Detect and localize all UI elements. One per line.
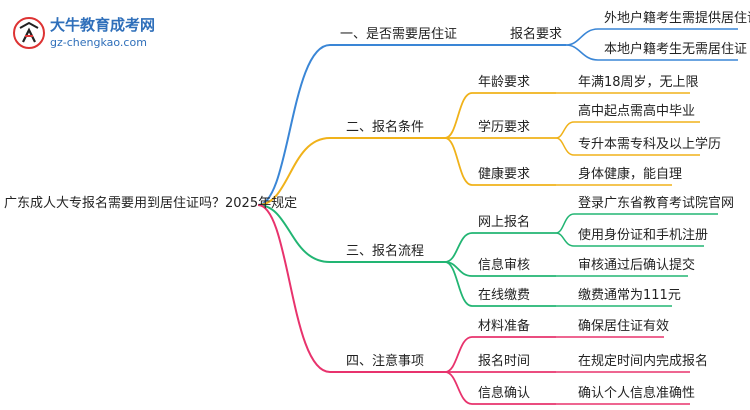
connector-root-branch-3 xyxy=(257,204,445,263)
b3-child-1-label: 网上报名 xyxy=(478,215,531,230)
logo-mark-icon xyxy=(13,17,45,49)
connector-b2-c3 xyxy=(444,137,556,186)
b1-c1-leaf-1: 外地户籍考生需提供居住证 xyxy=(604,11,750,26)
b2-c3-leaf-1: 身体健康，能自理 xyxy=(578,167,683,182)
connector-b4-c3 xyxy=(444,371,556,405)
b2-c2-leaf-1: 高中起点需高中毕业 xyxy=(578,104,696,119)
b1-child-1-label: 报名要求 xyxy=(510,27,563,42)
branch-3-label: 三、报名流程 xyxy=(346,244,425,259)
connector-root-branch-2 xyxy=(257,137,445,206)
b3-c1-leaf-2: 使用身份证和手机注册 xyxy=(578,228,709,243)
connector-b3-c3 xyxy=(444,261,556,307)
logo-url: gz-chengkao.com xyxy=(50,36,147,49)
connector-b3-c1 xyxy=(444,232,556,263)
connector-b2-c2-leaf-2 xyxy=(555,137,700,156)
branch-1-label: 一、是否需要居住证 xyxy=(340,27,458,42)
b2-child-2-label: 学历要求 xyxy=(478,120,531,135)
connector-root-branch-1 xyxy=(257,44,445,206)
connector-b3-c1-leaf-1 xyxy=(555,213,718,234)
b4-child-1-label: 材料准备 xyxy=(478,319,531,334)
b2-c2-leaf-2: 专升本需专科及以上学历 xyxy=(578,137,722,152)
b4-child-3-label: 信息确认 xyxy=(478,386,531,401)
mindmap-root-topic: 广东成人大专报名需要用到居住证吗？2025年规定 xyxy=(4,196,298,211)
branch-4-label: 四、注意事项 xyxy=(346,354,425,369)
b3-c2-leaf-1: 审核通过后确认提交 xyxy=(578,258,696,273)
b3-child-3-label: 在线缴费 xyxy=(478,288,531,303)
connector-b1-leaf-2 xyxy=(565,44,738,61)
b4-child-2-label: 报名时间 xyxy=(478,354,531,369)
b3-c3-leaf-1: 缴费通常为111元 xyxy=(578,288,681,303)
b2-child-1-label: 年龄要求 xyxy=(478,75,531,90)
connector-b3-c1-leaf-2 xyxy=(555,232,704,247)
connector-b2-c1 xyxy=(444,92,556,139)
b4-c3-leaf-1: 确认个人信息准确性 xyxy=(578,386,696,401)
b4-c1-leaf-1: 确保居住证有效 xyxy=(578,319,670,334)
b4-c2-leaf-1: 在规定时间内完成报名 xyxy=(578,354,709,369)
b2-child-3-label: 健康要求 xyxy=(478,167,531,182)
connector-root-branch-4 xyxy=(257,204,445,373)
connector-b1-leaf-1 xyxy=(565,28,738,46)
branch-2-label: 二、报名条件 xyxy=(346,120,425,135)
b3-c1-leaf-1: 登录广东省教育考试院官网 xyxy=(578,196,735,211)
logo-name: 大牛教育成考网 xyxy=(50,16,156,34)
b2-c1-leaf-1: 年满18周岁，无上限 xyxy=(578,75,699,90)
connector-b2-c2-leaf-1 xyxy=(555,121,700,139)
connector-b4-c1 xyxy=(444,336,556,373)
b3-child-2-label: 信息审核 xyxy=(478,258,531,273)
site-logo[interactable]: 大牛教育成考网 gz-chengkao.com xyxy=(12,14,162,54)
b1-c1-leaf-2: 本地户籍考生无需居住证 xyxy=(604,42,748,57)
